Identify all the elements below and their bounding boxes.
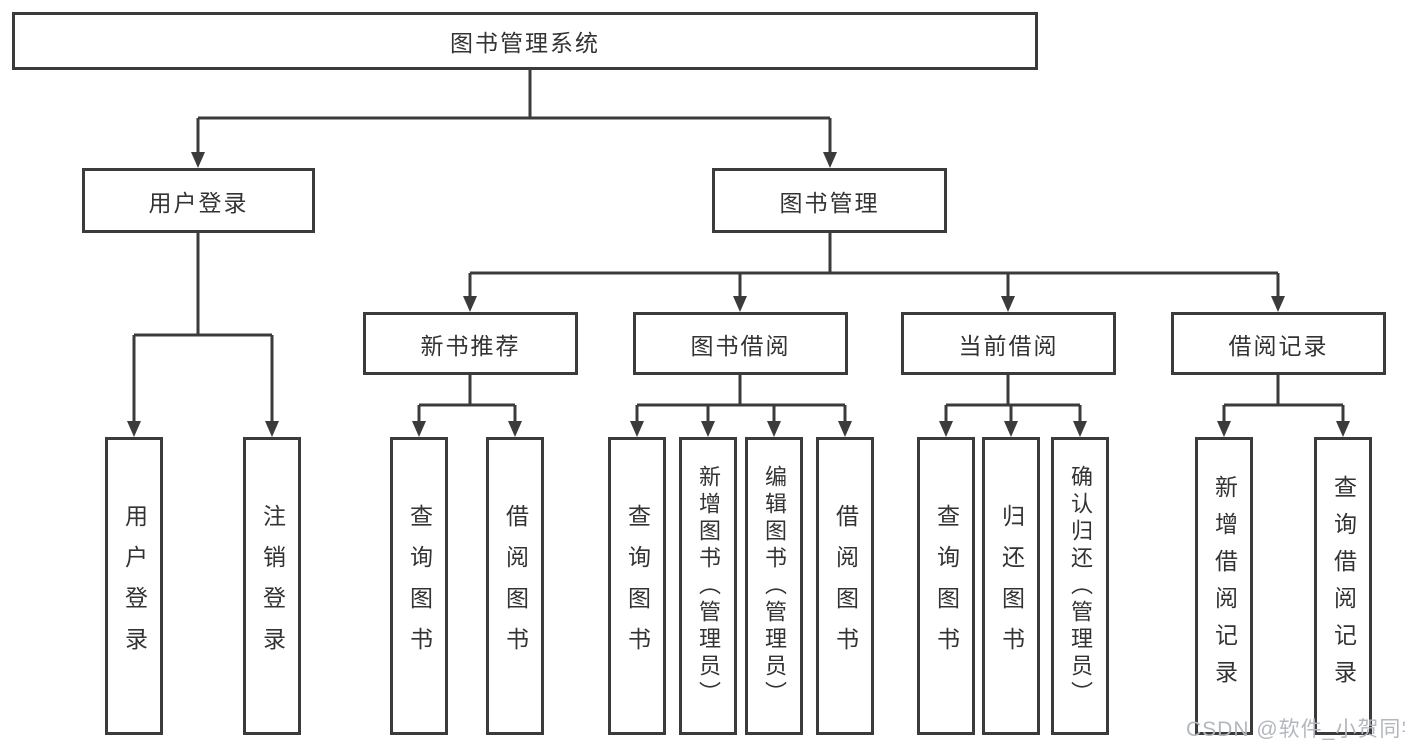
node-user-login-branch: 用户登录 <box>82 168 315 233</box>
node-label: 归还图书 <box>998 504 1025 668</box>
node-label: 图书借阅 <box>690 332 791 359</box>
node-label: 图书管理系统 <box>450 30 600 56</box>
node-label: 当前借阅 <box>958 332 1059 359</box>
csdn-watermark: CSDN @软件_小贺同学 <box>1186 718 1405 741</box>
node-label: 借阅图书 <box>832 504 859 668</box>
node-label: 借阅图书 <box>502 504 529 668</box>
arrowheads <box>127 152 1350 437</box>
node-leaf-logout: 注销登录 <box>243 437 301 735</box>
node-new-book-recommend: 新书推荐 <box>363 312 578 375</box>
node-leaf-user-login: 用户登录 <box>105 437 163 735</box>
node-label: 借阅记录 <box>1228 332 1329 359</box>
node-library-system: 图书管理系统 <box>12 12 1038 70</box>
connector-user-login-branch <box>132 233 274 423</box>
node-leaf-return-books: 归还图书 <box>982 437 1040 735</box>
node-label: 查询图书 <box>624 504 651 668</box>
node-label: 编辑图书（管理员） <box>762 464 787 708</box>
node-label: 用户登录 <box>121 504 148 668</box>
node-current-borrowing: 当前借阅 <box>901 312 1116 375</box>
connector-root-to-level2 <box>196 70 832 154</box>
node-label: 图书管理 <box>779 189 880 216</box>
node-leaf-add-borrow-record: 新增借阅记录 <box>1195 437 1253 735</box>
node-label: 查询图书 <box>933 504 960 668</box>
node-leaf-query-books-1: 查询图书 <box>390 437 448 735</box>
node-label: 查询图书 <box>406 504 433 668</box>
node-leaf-query-borrow-record: 查询借阅记录 <box>1314 437 1372 735</box>
connector-book-borrow-branch <box>635 375 847 423</box>
node-leaf-borrow-books-2: 借阅图书 <box>816 437 874 735</box>
connector-new-book-branch <box>417 375 517 423</box>
connector-book-mgmt-branch <box>468 233 1280 298</box>
node-label: 确认归还（管理员） <box>1068 464 1093 708</box>
node-leaf-add-books-admin: 新增图书（管理员） <box>679 437 737 735</box>
node-borrowing-records: 借阅记录 <box>1171 312 1386 375</box>
connector-borrow-record-branch <box>1222 375 1345 423</box>
node-leaf-borrow-books-1: 借阅图书 <box>486 437 544 735</box>
connector-current-borrow-branch <box>944 375 1082 423</box>
node-leaf-confirm-return-admin: 确认归还（管理员） <box>1051 437 1109 735</box>
node-label: 新增借阅记录 <box>1211 475 1238 697</box>
node-label: 新书推荐 <box>420 332 521 359</box>
node-label: 用户登录 <box>148 189 249 216</box>
node-leaf-edit-books-admin: 编辑图书（管理员） <box>745 437 803 735</box>
node-leaf-query-books-2: 查询图书 <box>608 437 666 735</box>
node-label: 新增图书（管理员） <box>696 464 721 708</box>
node-book-management: 图书管理 <box>712 168 947 233</box>
node-label: 注销登录 <box>259 504 286 668</box>
node-leaf-query-books-3: 查询图书 <box>917 437 975 735</box>
node-book-borrowing: 图书借阅 <box>633 312 848 375</box>
node-label: 查询借阅记录 <box>1330 475 1357 697</box>
